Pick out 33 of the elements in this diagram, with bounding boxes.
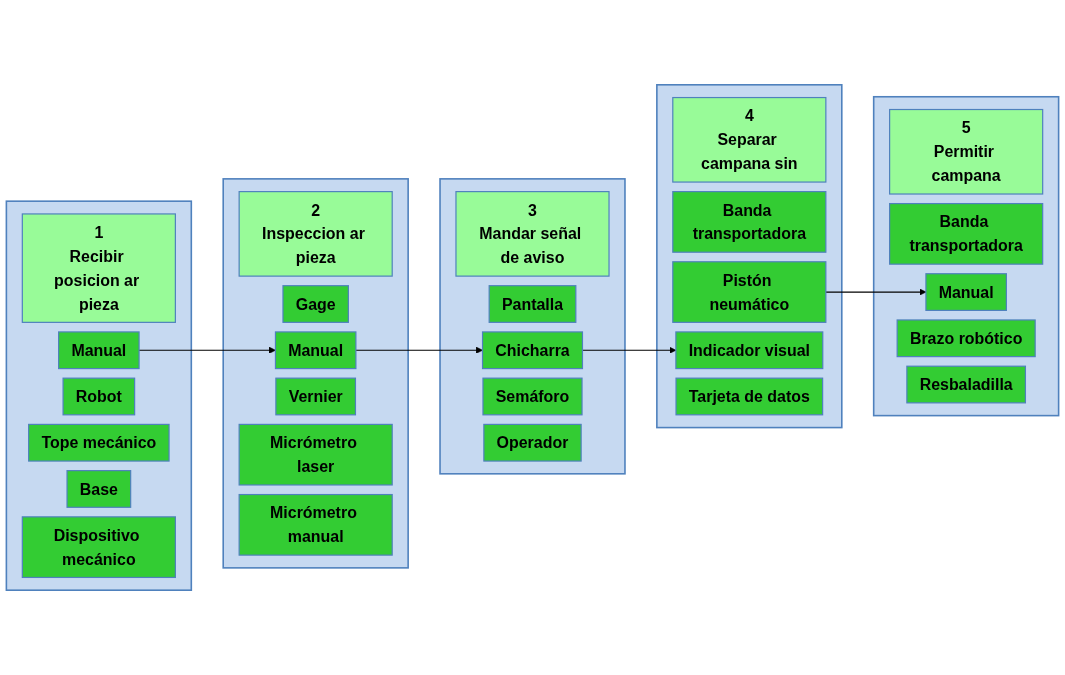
node-box: Vernier [275, 377, 357, 416]
node-box: 4 Separar campana sin [672, 96, 827, 183]
node-box: 5 Permitir campana [889, 108, 1044, 195]
node-box: Tope mecánico [28, 423, 170, 462]
cluster [5, 200, 193, 591]
node-box: Micrómetro laser [238, 423, 393, 486]
node-box: Manual [925, 273, 1007, 311]
node-box: Manual [58, 331, 140, 370]
cluster [656, 84, 843, 429]
node-box: Pistón neumático [672, 261, 827, 323]
node-box: Dispositivo mecánico [21, 516, 176, 579]
node-box: Chicharra [481, 331, 584, 370]
node-box: Banda transportadora [889, 203, 1044, 265]
arrow [355, 346, 483, 354]
node-box: Manual [274, 331, 357, 370]
node-box: Robot [62, 377, 136, 416]
node-box: Indicador visual [675, 331, 824, 370]
cluster [222, 178, 409, 569]
node-box: Banda transportadora [672, 191, 827, 253]
node-box: 1 Recibir posicion ar pieza [21, 213, 176, 323]
node-box: Pantalla [488, 285, 577, 323]
node-box: Base [66, 470, 132, 508]
node-box: 2 Inspeccion ar pieza [238, 191, 393, 277]
cluster [872, 95, 1060, 417]
cluster [439, 178, 626, 475]
node-box: Operador [483, 423, 582, 462]
node-box: Tarjeta de datos [675, 377, 824, 416]
node-box: Resbaladilla [906, 365, 1027, 404]
node-box: Semáforo [482, 377, 583, 416]
node-box: Brazo robótico [896, 319, 1036, 358]
node-box: 3 Mandar señal de aviso [455, 191, 610, 277]
node-box: Micrómetro manual [238, 493, 393, 556]
node-box: Gage [282, 285, 349, 323]
